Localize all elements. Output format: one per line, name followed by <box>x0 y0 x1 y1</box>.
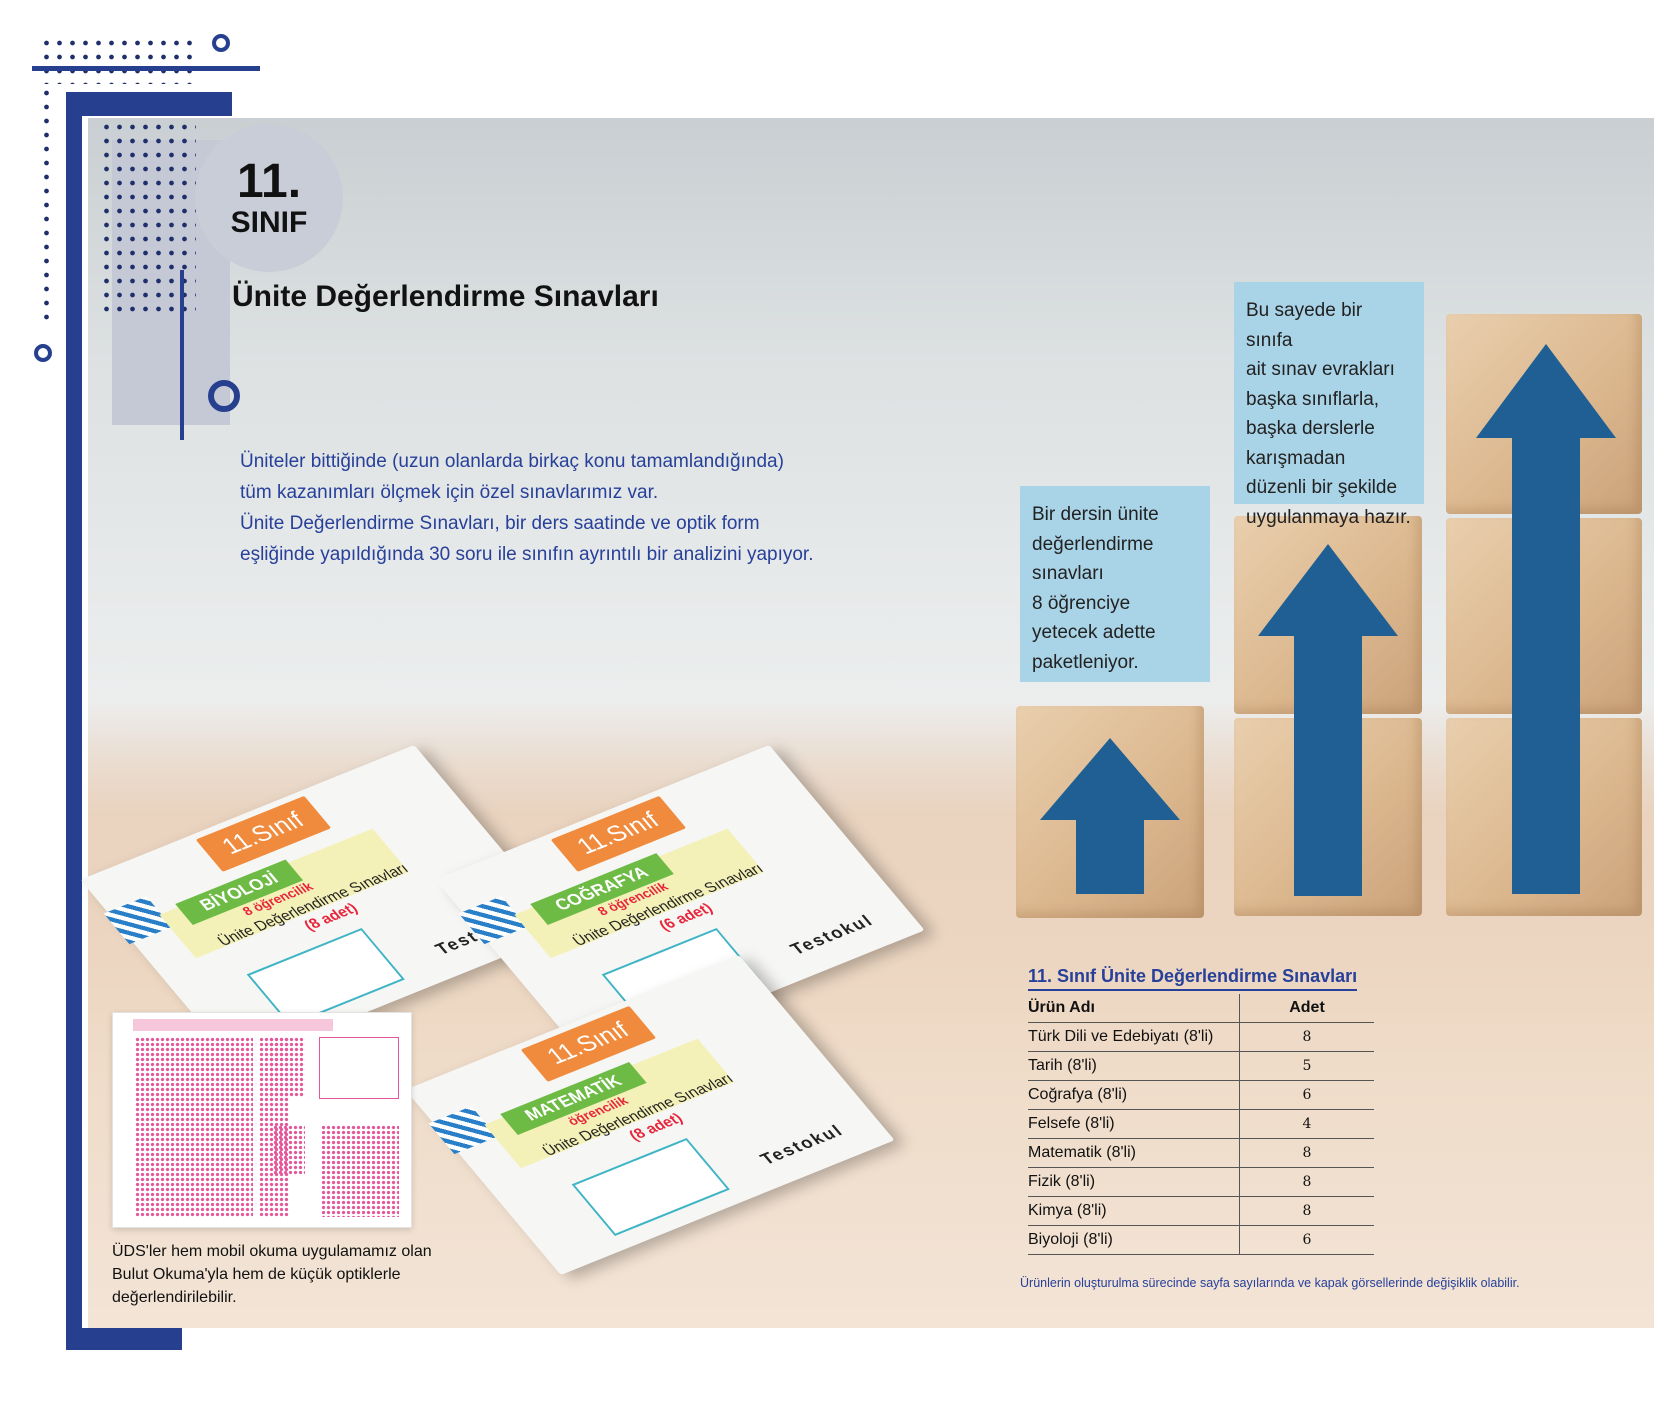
info-line: 8 öğrenciye <box>1032 592 1131 614</box>
info-line: Bir dersin ünite <box>1032 504 1159 525</box>
answer-bubbles <box>321 1125 399 1217</box>
info-box-organization: Bu sayede bir sınıfa ait sınav evrakları… <box>1234 282 1424 528</box>
table-row: Coğrafya (8'li)6 <box>1028 1080 1374 1110</box>
product-name: Fizik (8'li) <box>1028 1167 1240 1197</box>
product-count: 4 <box>1239 1109 1374 1139</box>
product-name: Kimya (8'li) <box>1028 1196 1240 1226</box>
product-count: 5 <box>1239 1051 1374 1081</box>
product-name: Matematik (8'li) <box>1028 1138 1240 1168</box>
info-box-packaging: Bir dersin ünite değerlendirme sınavları… <box>1020 486 1210 682</box>
product-count: 8 <box>1239 1196 1374 1226</box>
table-row: Türk Dili ve Edebiyatı (8'li)8 <box>1028 1022 1374 1052</box>
intro-line: Üniteler bittiğinde (uzun olanlarda birk… <box>240 451 784 472</box>
disclaimer-note: Ürünlerin oluşturulma sürecinde sayfa sa… <box>1020 1276 1520 1290</box>
brand-logo: Testokul <box>786 911 878 959</box>
product-name: Tarih (8'li) <box>1028 1051 1240 1081</box>
answer-bubbles <box>269 1037 305 1097</box>
info-line: Bu sayede bir sınıfa <box>1246 300 1363 351</box>
product-table: Ürün Adı Adet Türk Dili ve Edebiyatı (8'… <box>1028 994 1374 1255</box>
table-row: Biyoloji (8'li)6 <box>1028 1225 1374 1255</box>
product-count: 8 <box>1239 1022 1374 1052</box>
product-count: 8 <box>1239 1138 1374 1168</box>
table-row: Fizik (8'li)8 <box>1028 1167 1374 1197</box>
table-header-row: Ürün Adı Adet <box>1028 994 1374 1023</box>
dot-pattern-left <box>40 86 56 326</box>
answer-bubbles <box>273 1125 305 1175</box>
header-count: Adet <box>1239 994 1374 1023</box>
grade-word: SINIF <box>230 206 308 239</box>
header-name: Ürün Adı <box>1028 994 1240 1023</box>
info-line: başka derslerle <box>1246 418 1375 439</box>
intro-paragraph: Üniteler bittiğinde (uzun olanlarda birk… <box>240 446 880 570</box>
up-arrow-icon <box>1258 544 1398 896</box>
product-name: Türk Dili ve Edebiyatı (8'li) <box>1028 1022 1240 1052</box>
caption-line: ÜDS'ler hem mobil okuma uygulamamız olan <box>112 1243 432 1260</box>
brand-logo: Testokul <box>756 1121 848 1169</box>
info-line: düzenli bir şekilde <box>1246 477 1398 498</box>
optik-caption: ÜDS'ler hem mobil okuma uygulamamız olan… <box>112 1240 472 1309</box>
info-fields <box>319 1037 399 1099</box>
frame-bottom-bar <box>66 1328 182 1350</box>
caption-line: Bulut Okuma'yla hem de küçük optiklerle <box>112 1266 401 1283</box>
table-row: Tarih (8'li)5 <box>1028 1051 1374 1081</box>
grade-badge <box>195 124 343 272</box>
grade-number: 11. <box>236 155 302 208</box>
top-rule <box>32 66 260 71</box>
up-arrow-icon <box>1040 738 1180 894</box>
info-line: karışmadan <box>1246 447 1346 469</box>
product-name: Felsefe (8'li) <box>1028 1109 1240 1139</box>
intro-line: tüm kazanımları ölçmek için özel sınavla… <box>240 482 659 503</box>
product-count: 6 <box>1239 1080 1374 1110</box>
caption-line: değerlendirilebilir. <box>112 1289 237 1306</box>
info-line: paketleniyor. <box>1032 651 1139 673</box>
info-line: yetecek adette <box>1032 622 1156 643</box>
ring-decoration <box>34 344 52 362</box>
info-line: ait sınav evrakları <box>1246 359 1395 380</box>
product-name: Biyoloji (8'li) <box>1028 1225 1240 1255</box>
vertical-line <box>180 270 184 440</box>
table-row: Matematik (8'li)8 <box>1028 1138 1374 1168</box>
intro-line: Ünite Değerlendirme Sınavları, bir ders … <box>240 513 760 534</box>
up-arrow-icon <box>1476 344 1616 894</box>
page-title: Ünite Değerlendirme Sınavları <box>232 280 659 313</box>
table-row: Kimya (8'li)8 <box>1028 1196 1374 1226</box>
frame-top-bar <box>66 92 232 116</box>
table-title: 11. Sınıf Ünite Değerlendirme Sınavları <box>1028 966 1358 991</box>
answer-bubbles <box>135 1037 253 1217</box>
product-count: 6 <box>1239 1225 1374 1255</box>
info-line: uygulanmaya hazır. <box>1246 506 1411 528</box>
dot-pattern-top <box>40 36 196 84</box>
intro-line: eşliğinde yapıldığında 30 soru ile sınıf… <box>240 544 814 565</box>
info-line: başka sınıflarla, <box>1246 388 1380 410</box>
frame-vertical-bar <box>66 92 82 1350</box>
ring-decoration <box>208 380 240 412</box>
form-header <box>133 1019 333 1031</box>
optical-answer-form <box>112 1012 412 1228</box>
info-line: değerlendirme <box>1032 533 1154 555</box>
info-line: sınavları <box>1032 563 1104 584</box>
product-count: 8 <box>1239 1167 1374 1197</box>
table-row: Felsefe (8'li)4 <box>1028 1109 1374 1139</box>
ring-decoration <box>212 34 230 52</box>
product-name: Coğrafya (8'li) <box>1028 1080 1240 1110</box>
